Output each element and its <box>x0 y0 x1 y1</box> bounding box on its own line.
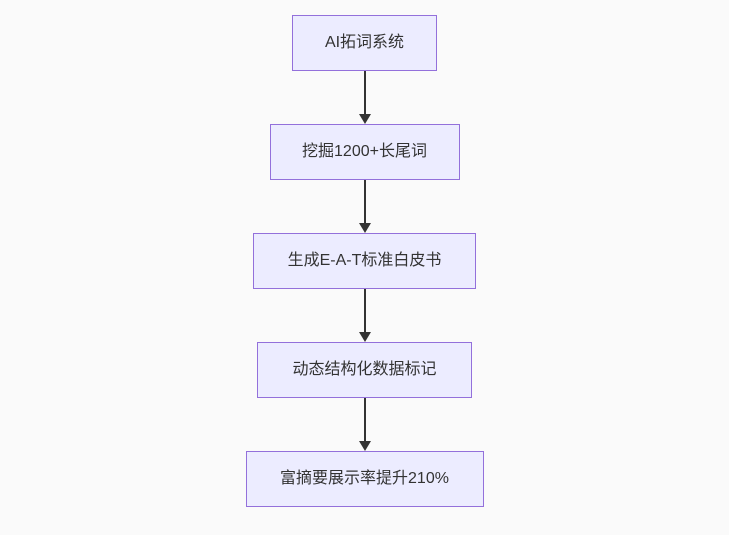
flow-node-longtail-keywords: 挖掘1200+长尾词 <box>269 124 460 180</box>
arrow-head-icon <box>358 332 371 342</box>
arrow-head-icon <box>358 223 371 233</box>
arrow-line <box>363 398 366 441</box>
flow-node-eat-whitepaper: 生成E-A-T标准白皮书 <box>253 233 476 289</box>
node-label: 动态结构化数据标记 <box>292 361 437 378</box>
arrow-head-icon <box>358 114 371 124</box>
node-label: 富摘要展示率提升210% <box>280 470 449 487</box>
arrow-down-icon <box>358 71 371 124</box>
node-label: 挖掘1200+长尾词 <box>302 143 427 160</box>
flow-node-rich-snippet-rate: 富摘要展示率提升210% <box>245 451 484 507</box>
arrow-line <box>363 180 366 223</box>
arrow-line <box>363 71 366 114</box>
arrow-line <box>363 289 366 332</box>
arrow-head-icon <box>358 441 371 451</box>
node-label: AI拓词系统 <box>324 34 405 51</box>
flow-node-ai-keyword-system: AI拓词系统 <box>292 15 437 71</box>
arrow-down-icon <box>358 398 371 451</box>
arrow-down-icon <box>358 289 371 342</box>
flow-node-structured-data: 动态结构化数据标记 <box>257 342 472 398</box>
arrow-down-icon <box>358 180 371 233</box>
node-label: 生成E-A-T标准白皮书 <box>287 252 442 269</box>
